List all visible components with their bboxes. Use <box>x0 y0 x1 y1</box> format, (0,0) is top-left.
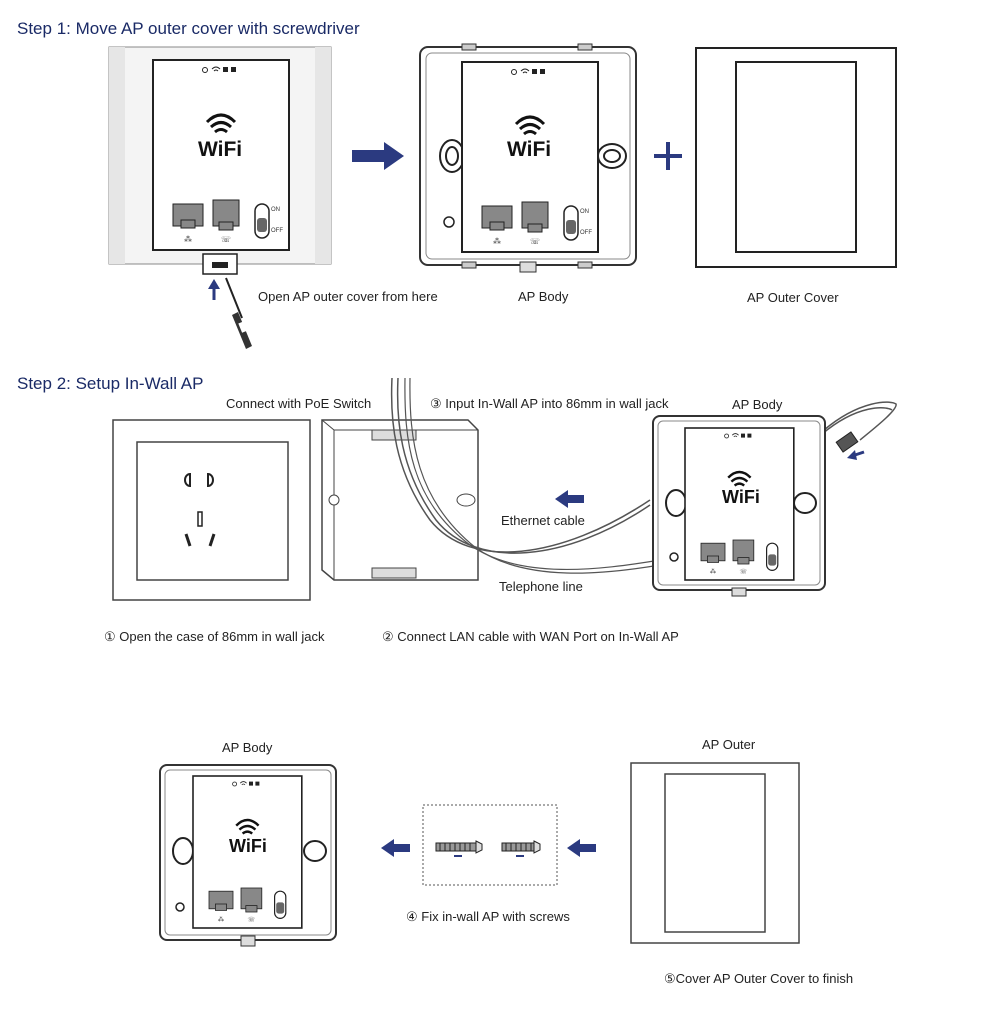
switch-off-label: OFF <box>271 228 283 234</box>
open-cover-label: Open AP outer cover from here <box>258 289 438 304</box>
telephone-line-label: Telephone line <box>499 579 583 594</box>
screw-icon <box>435 840 483 857</box>
ap-outer-label: AP Outer <box>702 737 756 752</box>
wall-jack <box>112 419 311 601</box>
wifi-brand-label: WiFi <box>722 487 760 507</box>
arrow-left-icon <box>847 450 865 460</box>
poe-switch-label: Connect with PoE Switch <box>226 396 372 411</box>
ap-body-step1 <box>419 43 637 273</box>
open-case-label: ① Open the case of 86mm in wall jack <box>104 629 325 644</box>
ap-body-label: AP Body <box>518 289 569 304</box>
back-box <box>321 419 479 581</box>
wifi-brand-label: WiFi <box>507 138 552 161</box>
screw-icon <box>501 840 541 857</box>
wifi-brand-label: WiFi <box>229 836 267 856</box>
input-ap-label: ③ Input In-Wall AP into 86mm in wall jac… <box>430 396 669 411</box>
socket-icon <box>184 472 216 547</box>
screws-box <box>422 804 558 886</box>
ap-outer-cover-label: AP Outer Cover <box>747 290 839 305</box>
switch-off-label: OFF <box>580 230 592 236</box>
ap-body-label: AP Body <box>732 397 783 412</box>
arrow-left-icon <box>567 839 596 857</box>
ap-outer-cover <box>695 47 897 268</box>
step1-title: Step 1: Move AP outer cover with screwdr… <box>17 19 360 38</box>
ap-with-cover <box>108 46 332 275</box>
ap-body-label: AP Body <box>222 740 273 755</box>
arrow-left-icon <box>555 490 584 508</box>
ethernet-cable-label: Ethernet cable <box>501 513 585 528</box>
connect-lan-label: ② Connect LAN cable with WAN Port on In-… <box>382 629 679 644</box>
finish-label: ⑤Cover AP Outer Cover to finish <box>664 971 854 986</box>
arrow-left-icon <box>381 839 410 857</box>
ap-body-step2 <box>652 415 826 597</box>
fix-screws-label: ④ Fix in-wall AP with screws <box>406 909 570 924</box>
screwdriver-icon <box>225 277 252 349</box>
arrow-right-icon <box>352 142 404 170</box>
switch-on-label: ON <box>580 209 589 215</box>
cables <box>390 377 897 574</box>
ap-outer-step3 <box>630 762 800 944</box>
ethernet-plug-icon <box>835 431 859 453</box>
plus-icon <box>654 142 682 170</box>
wifi-brand-label: WiFi <box>198 138 243 161</box>
step2-title: Step 2: Setup In-Wall AP <box>17 374 204 393</box>
switch-on-label: ON <box>271 207 280 213</box>
arrow-up-icon <box>208 279 220 300</box>
ap-body-step3 <box>159 764 337 947</box>
